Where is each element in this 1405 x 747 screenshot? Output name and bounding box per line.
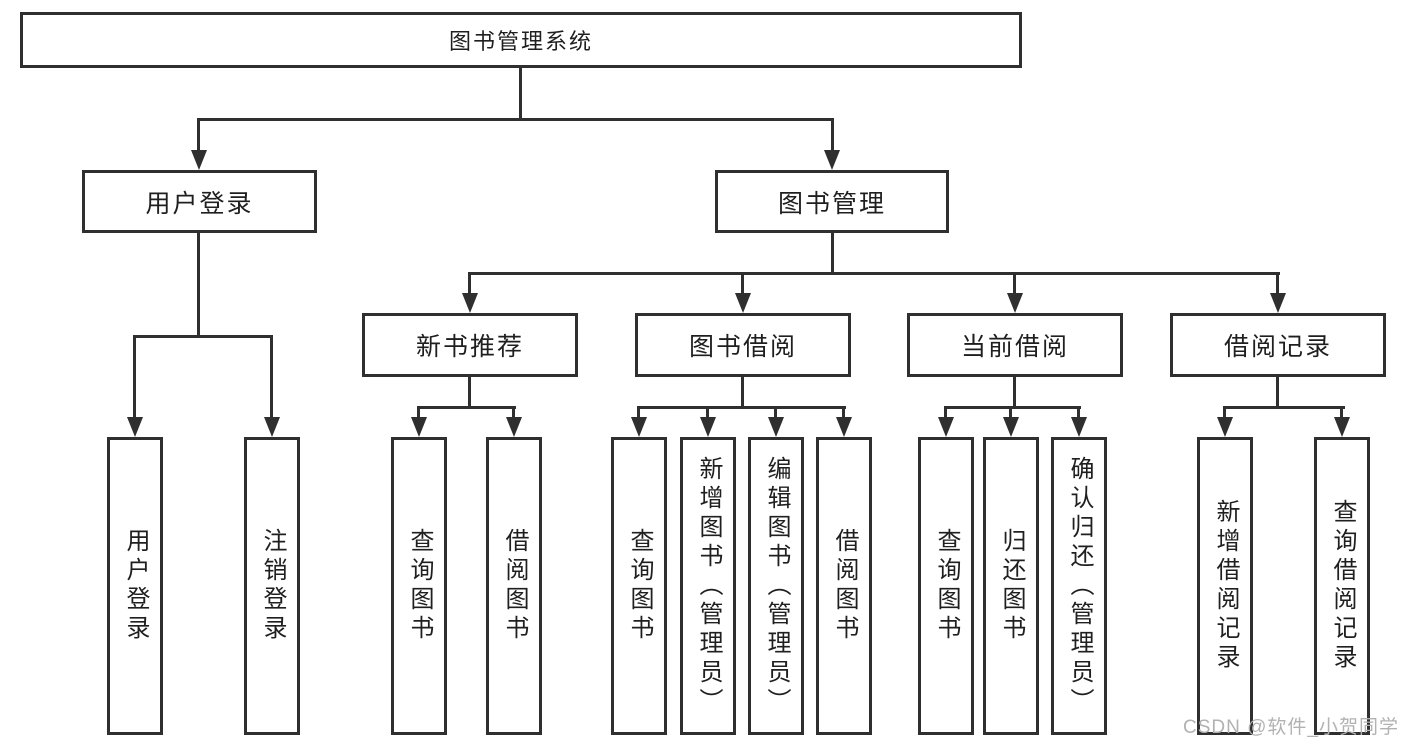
- connector-user-login-drop-1: [133, 335, 136, 419]
- arrow-down-icon: [1007, 293, 1023, 313]
- node-new-book-recommend: 新书推荐: [362, 313, 578, 377]
- leaf-edit-book-admin: 编辑图书（管理员）: [748, 437, 804, 735]
- connector-user-login-stem: [197, 233, 200, 335]
- node-current-borrow: 当前借阅: [907, 313, 1123, 377]
- arrow-down-icon: [824, 150, 840, 170]
- leaf-logout: 注销登录: [244, 437, 300, 735]
- arrow-down-icon: [1334, 417, 1350, 437]
- connector-new-book-rail: [417, 406, 516, 409]
- connector-level2-drop-right: [831, 118, 834, 154]
- connector-borrow-drop-4: [842, 406, 845, 420]
- connector-record-drop-2: [1340, 406, 1343, 420]
- arrow-down-icon: [506, 417, 522, 437]
- connector-level2-drop-left: [197, 118, 200, 154]
- arrow-down-icon: [1003, 417, 1019, 437]
- connector-level3-rail: [468, 272, 1280, 275]
- connector-book-mgmt-stem: [831, 233, 834, 275]
- connector-level2-rail: [197, 118, 834, 121]
- connector-root-stem: [519, 68, 522, 120]
- connector-new-book-stem: [468, 375, 471, 408]
- connector-current-drop-3: [1077, 406, 1080, 420]
- node-book-borrow: 图书借阅: [635, 313, 851, 377]
- connector-level3-drop-2: [741, 272, 744, 297]
- leaf-query-book-3: 查询图书: [918, 437, 974, 735]
- arrow-down-icon: [768, 417, 784, 437]
- arrow-down-icon: [264, 417, 280, 437]
- connector-borrow-rail: [637, 406, 846, 409]
- arrow-down-icon: [127, 417, 143, 437]
- leaf-query-borrow-record: 查询借阅记录: [1314, 437, 1370, 735]
- arrow-down-icon: [1270, 293, 1286, 313]
- connector-level3-drop-3: [1013, 272, 1016, 297]
- arrow-down-icon: [411, 417, 427, 437]
- connector-current-rail: [944, 406, 1081, 409]
- arrow-down-icon: [1071, 417, 1087, 437]
- leaf-borrow-book-2: 借阅图书: [816, 437, 872, 735]
- connector-new-book-drop-1: [417, 406, 420, 420]
- leaf-add-borrow-record: 新增借阅记录: [1197, 437, 1253, 735]
- csdn-watermark: CSDN @软件_小贺同学: [1183, 717, 1399, 738]
- arrow-down-icon: [735, 293, 751, 313]
- leaf-add-book-admin: 新增图书（管理员）: [680, 437, 736, 735]
- connector-current-stem: [1013, 377, 1016, 408]
- arrow-down-icon: [700, 417, 716, 437]
- connector-record-rail: [1223, 406, 1345, 409]
- node-root: 图书管理系统: [20, 12, 1022, 68]
- leaf-user-login: 用户登录: [107, 437, 163, 735]
- node-borrow-record: 借阅记录: [1170, 313, 1386, 377]
- connector-record-drop-1: [1223, 406, 1226, 420]
- connector-borrow-drop-2: [706, 406, 709, 420]
- arrow-down-icon: [836, 417, 852, 437]
- arrow-down-icon: [938, 417, 954, 437]
- node-book-mgmt: 图书管理: [715, 170, 949, 233]
- connector-current-drop-1: [944, 406, 947, 420]
- arrow-down-icon: [191, 150, 207, 170]
- connector-user-login-rail: [133, 335, 273, 338]
- leaf-query-book-2: 查询图书: [611, 437, 667, 735]
- arrow-down-icon: [631, 417, 647, 437]
- arrow-down-icon: [1217, 417, 1233, 437]
- connector-borrow-drop-1: [637, 406, 640, 420]
- leaf-return-book: 归还图书: [983, 437, 1039, 735]
- node-user-login: 用户登录: [82, 170, 317, 233]
- connector-borrow-drop-3: [774, 406, 777, 420]
- connector-user-login-drop-2: [270, 335, 273, 419]
- arrow-down-icon: [462, 293, 478, 313]
- connector-level3-drop-1: [468, 272, 471, 297]
- connector-borrow-stem: [741, 377, 744, 408]
- connector-current-drop-2: [1009, 406, 1012, 420]
- leaf-query-book-1: 查询图书: [391, 437, 447, 735]
- connector-record-stem: [1276, 377, 1279, 408]
- connector-new-book-drop-2: [512, 406, 515, 420]
- leaf-borrow-book-1: 借阅图书: [486, 437, 542, 735]
- leaf-confirm-return-admin: 确认归还（管理员）: [1051, 437, 1107, 735]
- connector-level3-drop-4: [1276, 272, 1279, 297]
